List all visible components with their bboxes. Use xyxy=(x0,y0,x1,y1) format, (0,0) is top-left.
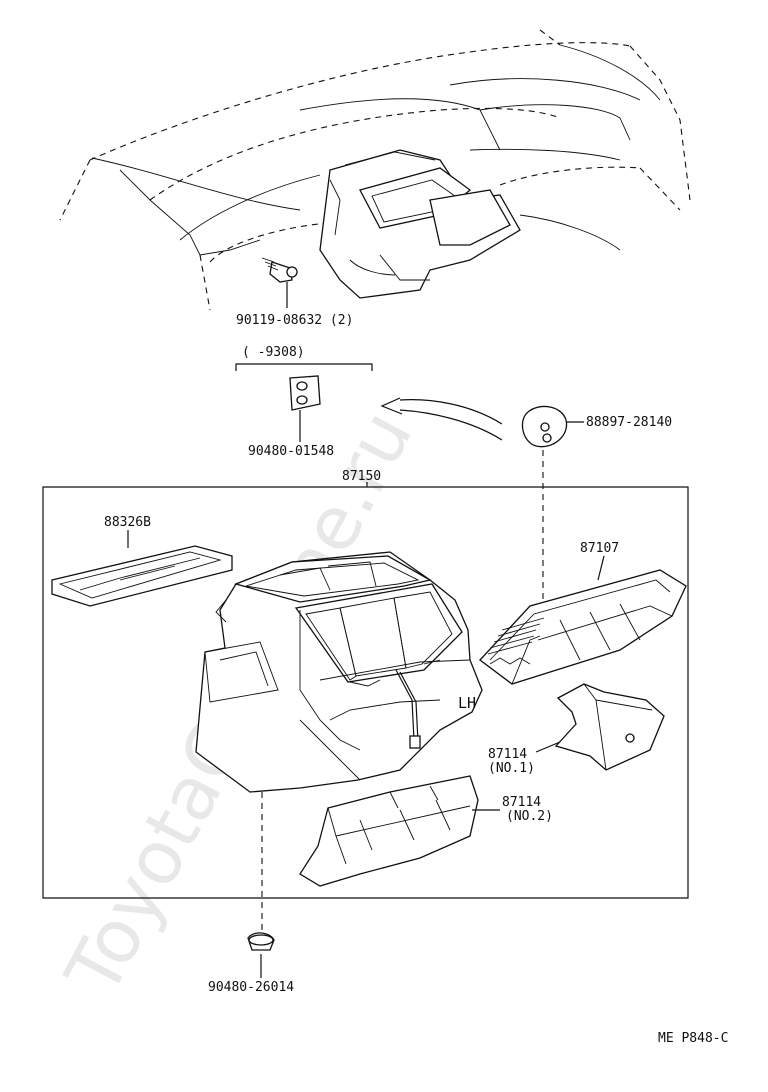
air-filter-part xyxy=(479,555,687,685)
seal-plate-part xyxy=(289,375,321,442)
label-unit: 87150 xyxy=(342,469,381,484)
grommet-part xyxy=(247,792,275,978)
cover-no1-part xyxy=(535,683,665,771)
dash-duct-assembly xyxy=(319,149,521,299)
heater-unit-body xyxy=(195,551,483,793)
dashboard-outline xyxy=(59,29,691,311)
page-code: ME P848-C xyxy=(658,1031,728,1046)
bolt-part xyxy=(261,257,298,308)
range-bracket xyxy=(235,363,373,371)
label-grommet: 90480-26014 xyxy=(208,980,294,995)
label-cover1-num: 87114 xyxy=(488,747,527,762)
cover-no2-part xyxy=(299,775,500,887)
label-filter: 87107 xyxy=(580,541,619,556)
label-cover2-num: 87114 xyxy=(502,795,541,810)
replacement-arrow xyxy=(380,397,503,441)
label-hole-seal: 88897-28140 xyxy=(586,415,672,430)
insulator-part xyxy=(51,530,233,607)
label-bolt: 90119-08632 (2) xyxy=(236,313,353,328)
label-lh: LH xyxy=(458,694,476,712)
label-insulator: 88326B xyxy=(104,515,151,530)
unit-group-frame xyxy=(42,486,689,899)
label-seal-plate: 90480-01548 xyxy=(248,444,334,459)
label-cover2-sub: (NO.2) xyxy=(506,809,553,824)
hole-seal-part xyxy=(521,405,584,600)
label-range: ( -9308) xyxy=(242,345,305,360)
label-cover1-sub: (NO.1) xyxy=(488,761,535,776)
